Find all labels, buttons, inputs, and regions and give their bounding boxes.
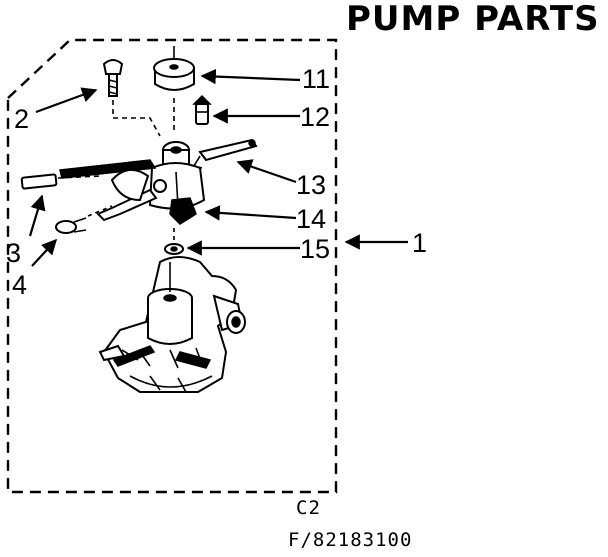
callout-3: 3 xyxy=(6,238,21,268)
pump-cap-part xyxy=(153,46,195,91)
callout-14: 14 xyxy=(296,204,326,234)
leader-arrow-14 xyxy=(204,205,297,221)
pin-part xyxy=(20,173,101,190)
washer-part xyxy=(164,243,184,255)
impeller-assembly xyxy=(59,141,206,225)
leader-lines xyxy=(28,68,408,267)
callout-15: 15 xyxy=(300,234,330,264)
leader-arrow-4 xyxy=(31,238,58,267)
callout-12: 12 xyxy=(300,102,330,132)
callout-1: 1 xyxy=(412,228,427,258)
callout-2: 2 xyxy=(14,104,29,134)
leader-arrow-2 xyxy=(35,87,98,114)
diagram-code: C2 xyxy=(296,497,321,519)
clip-part xyxy=(55,205,113,234)
leader-arrow-13 xyxy=(236,159,297,184)
callout-4: 4 xyxy=(12,270,27,300)
pump-housing xyxy=(98,256,246,393)
callout-13: 13 xyxy=(296,170,326,200)
lever-spring-part xyxy=(192,138,258,169)
assembly-boundary xyxy=(6,38,338,494)
valve-part xyxy=(192,94,212,125)
part-number: F/82183100 xyxy=(288,529,412,551)
diagram-title: PUMP PARTS xyxy=(346,0,600,39)
leader-arrow-3 xyxy=(28,194,46,237)
callout-11: 11 xyxy=(302,64,330,94)
leader-arrow-11 xyxy=(200,68,301,85)
screw-part xyxy=(102,59,124,97)
